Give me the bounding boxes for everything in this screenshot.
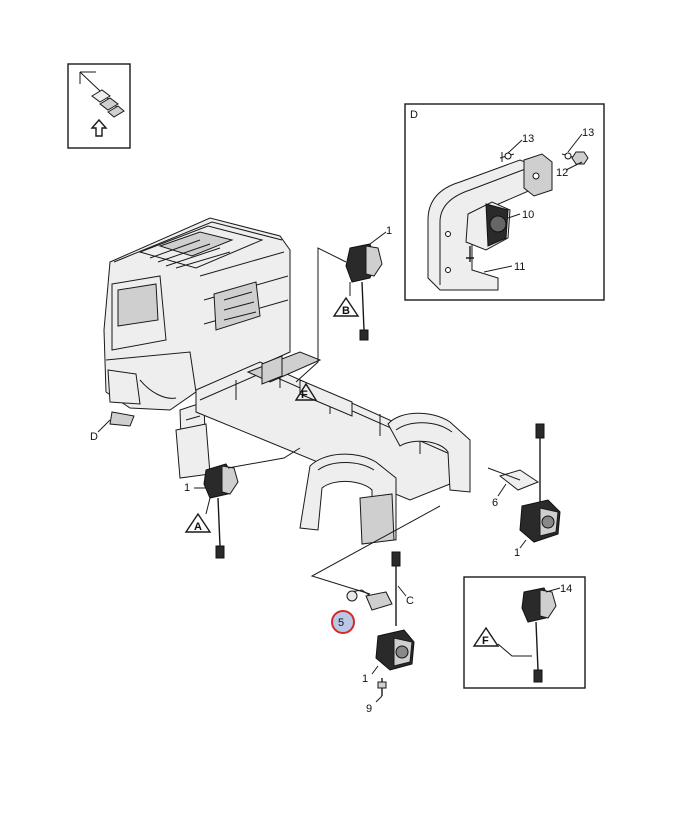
callout-13-left: 13 bbox=[522, 133, 534, 145]
callout-13-right: 13 bbox=[582, 127, 594, 139]
ref-label-d: D bbox=[90, 431, 98, 443]
leader-c bbox=[397, 585, 407, 597]
callout-14: 14 bbox=[560, 583, 572, 595]
ref-triangle-b bbox=[332, 282, 360, 317]
leader-6 bbox=[497, 483, 507, 497]
callout-9: 9 bbox=[366, 703, 372, 715]
callout-1-bottom: 1 bbox=[362, 673, 368, 685]
ref-label-f: F bbox=[301, 389, 308, 401]
inset-f-lamp bbox=[497, 587, 561, 683]
callout-12: 12 bbox=[556, 167, 568, 179]
callout-1-right: 1 bbox=[514, 547, 520, 559]
callout-5: 5 bbox=[338, 617, 344, 629]
leader-b-to-cab bbox=[295, 247, 347, 383]
rear-fender-right bbox=[387, 412, 471, 493]
lamp-assembly-left bbox=[194, 447, 301, 559]
ref-label-a: A bbox=[194, 521, 202, 533]
ref-label-c: C bbox=[406, 595, 414, 607]
callout-1-left: 1 bbox=[184, 482, 190, 494]
orientation-icon bbox=[67, 63, 131, 149]
leader-d bbox=[97, 419, 111, 433]
mudflap-front bbox=[175, 423, 211, 479]
callout-1-top: 1 bbox=[386, 225, 392, 237]
ref-label-b: B bbox=[342, 305, 350, 317]
ref-label-f-inset: F bbox=[482, 635, 489, 647]
leader-1-bottom bbox=[371, 665, 379, 675]
highlighted-callout-5[interactable] bbox=[331, 590, 358, 634]
truck-cab bbox=[103, 217, 291, 471]
rear-fender-left bbox=[299, 453, 397, 545]
leader-9 bbox=[375, 695, 383, 703]
chassis-frame bbox=[195, 351, 471, 501]
ref-label-d-inset: D bbox=[410, 109, 418, 121]
lamp-assembly-top bbox=[345, 231, 387, 341]
callout-10: 10 bbox=[522, 209, 534, 221]
ref-triangle-a bbox=[184, 497, 212, 533]
inset-d-lamp bbox=[465, 201, 511, 262]
callout-11: 11 bbox=[514, 261, 525, 273]
inset-d-bolts bbox=[499, 151, 589, 165]
lamp-assembly-right bbox=[487, 423, 561, 543]
leader-1-right bbox=[519, 539, 527, 549]
leader-c-group bbox=[310, 505, 441, 595]
ref-triangle-f bbox=[294, 382, 318, 401]
ref-triangle-f-inset bbox=[472, 626, 500, 647]
inset-d-leaders bbox=[483, 133, 583, 273]
callout-6: 6 bbox=[492, 497, 498, 509]
inset-d-bracket bbox=[427, 153, 553, 291]
lamp-assembly-bottom bbox=[349, 551, 415, 696]
